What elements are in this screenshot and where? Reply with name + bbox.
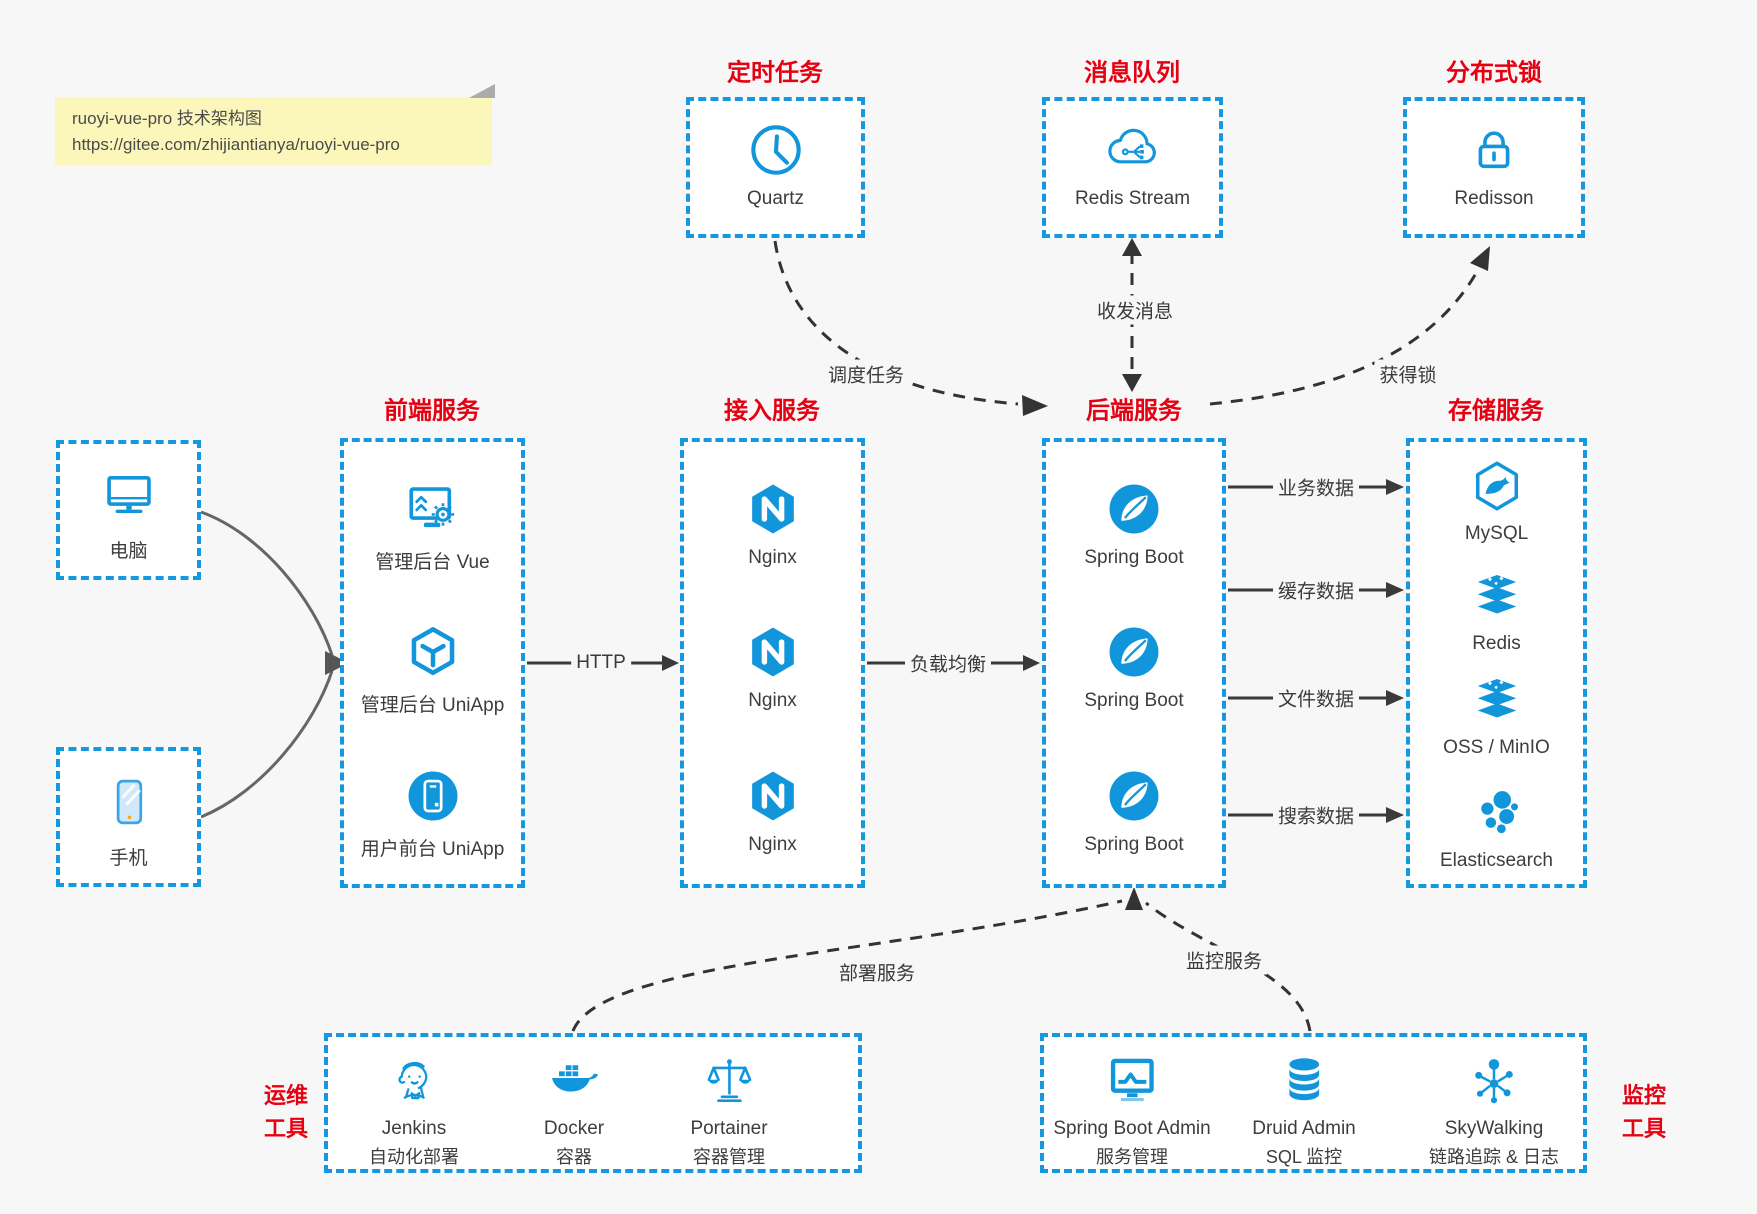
ops-tools-title: 运维 工具 — [263, 1083, 308, 1141]
druid-admin-name: Druid Admin — [1252, 1118, 1356, 1139]
spring-boot-admin-desc: 服务管理 — [1096, 1147, 1168, 1167]
nginx-label: Nginx — [748, 547, 797, 568]
edge-label-cache-data: 缓存数据 — [1272, 575, 1360, 605]
spring-boot-label: Spring Boot — [1084, 834, 1184, 855]
spring-boot-admin-name: Spring Boot Admin — [1053, 1118, 1211, 1139]
storage-title: 存储服务 — [1448, 397, 1544, 425]
skywalking-desc: 链路追踪 & 日志 — [1428, 1147, 1560, 1167]
backend-box: Spring Boot Spring Boot Spring Boot — [1042, 438, 1226, 888]
edge-schedule-task — [773, 240, 1048, 416]
pc-client-label: 电脑 — [109, 541, 148, 562]
edge-label-deploy-service: 部署服务 — [833, 957, 921, 987]
edge-label-acquire-lock: 获得锁 — [1374, 359, 1442, 389]
lock-icon — [1478, 131, 1510, 169]
mysql-label: MySQL — [1464, 523, 1529, 544]
oss-minio-label: OSS / MinIO — [1443, 737, 1550, 758]
sticky-note: ruoyi-vue-pro 技术架构图 https://gitee.com/zh… — [55, 84, 495, 165]
pc-client-box: 电脑 — [56, 440, 201, 580]
backend-title: 后端服务 — [1086, 397, 1182, 425]
nginx-icon — [751, 484, 794, 534]
nginx-icon — [751, 771, 794, 821]
monitoring-tools-title: 监控 工具 — [1621, 1083, 1666, 1141]
redis-stream-label: Redis Stream — [1074, 188, 1191, 209]
uniapp-cube-icon — [411, 627, 454, 676]
redisson-label: Redisson — [1454, 188, 1534, 209]
storage-box: MySQL Redis — [1406, 438, 1587, 888]
redis-stream-cloud-icon — [1107, 128, 1156, 164]
druid-admin-desc: SQL 监控 — [1265, 1147, 1343, 1167]
mobile-client-box: 手机 — [56, 747, 201, 887]
gateway-title: 接入服务 — [724, 397, 820, 425]
nginx-icon — [751, 627, 794, 677]
spring-boot-admin-icon — [1110, 1058, 1154, 1102]
portainer-desc: 容器管理 — [692, 1147, 765, 1167]
jenkins-desc: 自动化部署 — [369, 1147, 459, 1167]
nginx-label: Nginx — [748, 834, 797, 855]
mobile-icon — [116, 779, 142, 825]
elasticsearch-label: Elasticsearch — [1440, 850, 1553, 871]
redisson-box: Redisson — [1403, 97, 1585, 238]
edge-label-monitor-service: 监控服务 — [1180, 945, 1268, 975]
docker-name: Docker — [543, 1118, 605, 1139]
message-queue-title: 消息队列 — [1084, 59, 1180, 87]
edge-label-search-data: 搜索数据 — [1272, 800, 1360, 830]
spring-boot-icon — [1109, 484, 1159, 534]
admin-uniapp-label: 管理后台 UniApp — [360, 695, 505, 716]
desktop-icon — [106, 475, 151, 513]
user-uniapp-icon — [408, 771, 457, 821]
spring-boot-label: Spring Boot — [1084, 690, 1184, 711]
elasticsearch-icon — [1480, 791, 1518, 834]
gateway-box: Nginx Nginx Nginx — [680, 438, 865, 888]
docker-whale-icon — [552, 1065, 599, 1092]
spring-boot-icon — [1109, 627, 1159, 677]
ops-tools-box: Jenkins 自动化部署 Docker 容器 — [324, 1033, 862, 1173]
edge-label-send-receive-message: 收发消息 — [1091, 295, 1179, 325]
client-merge-arrows — [200, 510, 349, 819]
redis-icon — [1477, 575, 1516, 614]
note-title: ruoyi-vue-pro 技术架构图 — [72, 109, 262, 128]
edge-label-file-data: 文件数据 — [1272, 683, 1360, 713]
spring-boot-label: Spring Boot — [1084, 547, 1184, 568]
frontend-box: 管理后台 Vue 管理后台 UniApp 用户前台 UniApp — [340, 438, 525, 888]
admin-vue-label: 管理后台 Vue — [375, 552, 490, 573]
mysql-icon — [1475, 461, 1518, 511]
edge-label-business-data: 业务数据 — [1272, 472, 1360, 502]
admin-vue-icon — [408, 487, 454, 528]
quartz-box: Quartz — [686, 97, 865, 238]
quartz-label: Quartz — [746, 188, 805, 209]
jenkins-name: Jenkins — [381, 1118, 447, 1139]
jenkins-icon — [398, 1061, 428, 1100]
edge-deploy-service — [571, 899, 1123, 1032]
edge-label-load-balance: 负载均衡 — [904, 648, 992, 678]
distributed-lock-title: 分布式锁 — [1446, 59, 1542, 87]
edge-label-http: HTTP — [571, 651, 631, 675]
clock-icon — [750, 125, 801, 175]
edge-monitor-service — [1145, 901, 1312, 1032]
portainer-name: Portainer — [690, 1118, 768, 1139]
backend-incoming-arrowhead — [1125, 887, 1143, 910]
skywalking-icon — [1475, 1059, 1513, 1104]
nginx-label: Nginx — [748, 690, 797, 711]
edge-label-schedule-task: 调度任务 — [822, 359, 910, 389]
spring-boot-icon — [1109, 771, 1159, 821]
redis-label: Redis — [1472, 633, 1521, 654]
scheduled-task-title: 定时任务 — [727, 59, 823, 87]
oss-minio-icon — [1477, 679, 1516, 718]
mobile-client-label: 手机 — [109, 848, 148, 869]
docker-desc: 容器 — [556, 1147, 592, 1167]
user-uniapp-label: 用户前台 UniApp — [360, 839, 505, 860]
skywalking-name: SkyWalking — [1444, 1118, 1544, 1139]
monitoring-tools-box: Spring Boot Admin 服务管理 Druid Admin SQL 监… — [1040, 1033, 1587, 1173]
redis-stream-box: Redis Stream — [1042, 97, 1223, 238]
note-url: https://gitee.com/zhijiantianya/ruoyi-vu… — [72, 134, 400, 154]
druid-database-icon — [1289, 1058, 1319, 1101]
edge-acquire-lock — [1209, 246, 1490, 406]
frontend-title: 前端服务 — [384, 397, 480, 425]
portainer-scales-icon — [707, 1059, 751, 1102]
